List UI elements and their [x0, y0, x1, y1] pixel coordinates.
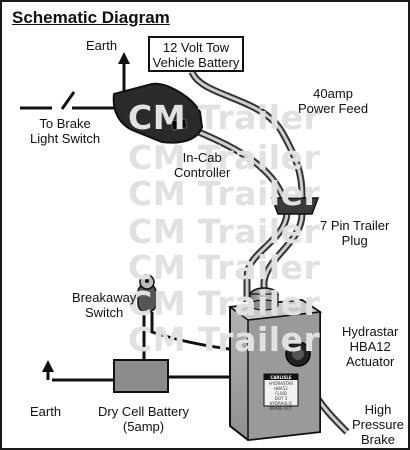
- cable-plug-to-actuator: [243, 213, 306, 302]
- tow-vehicle-battery-label: 12 Volt Tow Vehicle Battery: [148, 36, 244, 72]
- diagram-title: Schematic Diagram: [12, 8, 170, 27]
- brake-switch-symbol: [20, 91, 122, 110]
- actuator-tag-text: HYDRASTAR HBA12 FLUID DOT 3 HYDRAULIC BR…: [268, 381, 294, 411]
- watermark: CM Trailer: [128, 320, 321, 359]
- power-feed-label: 40amp Power Feed: [298, 86, 369, 116]
- trailer-plug-label: 7 Pin Trailer Plug: [320, 218, 390, 248]
- hydrastar-actuator: [227, 287, 323, 442]
- in-cab-controller: [112, 82, 204, 144]
- earth-arrow-bottom: [42, 360, 114, 382]
- actuator-tag-title: CARLISLE: [270, 375, 292, 380]
- dry-cell-label: Dry Cell Battery (5amp): [98, 404, 190, 434]
- watermark: CM Trailer: [128, 98, 321, 137]
- watermark: CM Trailer: [128, 174, 321, 213]
- watermark: CM Trailer: [128, 284, 321, 323]
- actuator-label: Hydrastar HBA12 Actuator: [342, 324, 399, 369]
- watermark: CM Trailer: [128, 212, 321, 251]
- wiring-breakaway: [142, 312, 238, 379]
- cable-power-feed: [188, 70, 306, 201]
- brake-switch-label: To Brake Light Switch: [30, 116, 101, 146]
- controller-label: In-Cab Controller: [174, 150, 231, 180]
- earth-bottom-label: Earth: [30, 404, 62, 419]
- trailer-plug: [270, 197, 320, 215]
- breakaway-label: Breakaway Switch: [72, 290, 137, 320]
- earth-top-label: Earth: [86, 38, 118, 53]
- brake-line-label: High Pressure Brake Line: [351, 402, 405, 448]
- breakaway-switch: [137, 274, 157, 313]
- dry-cell-battery: [113, 359, 169, 393]
- watermark: CM Trailer: [128, 248, 321, 287]
- watermark: CM Trailer: [128, 138, 321, 177]
